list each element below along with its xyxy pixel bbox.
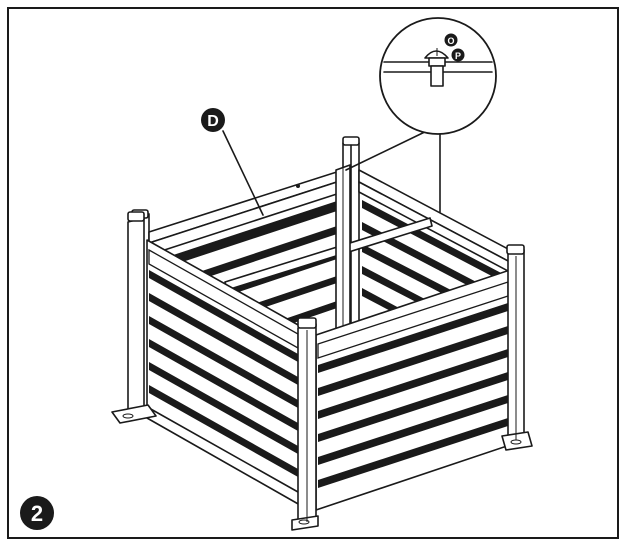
- step-number-badge: 2: [20, 496, 54, 530]
- front-left-wall: [146, 239, 301, 506]
- front-right-wall: [315, 269, 511, 511]
- detail-label-p: P: [455, 51, 461, 61]
- part-label-d: D: [207, 113, 219, 130]
- rail-bolt-icon: [296, 184, 300, 188]
- part-callout-d: D: [201, 108, 264, 216]
- step-number: 2: [31, 501, 43, 526]
- front-posts: [111, 211, 533, 531]
- detail-magnifier: O P: [345, 17, 497, 213]
- detail-label-o: O: [447, 36, 454, 46]
